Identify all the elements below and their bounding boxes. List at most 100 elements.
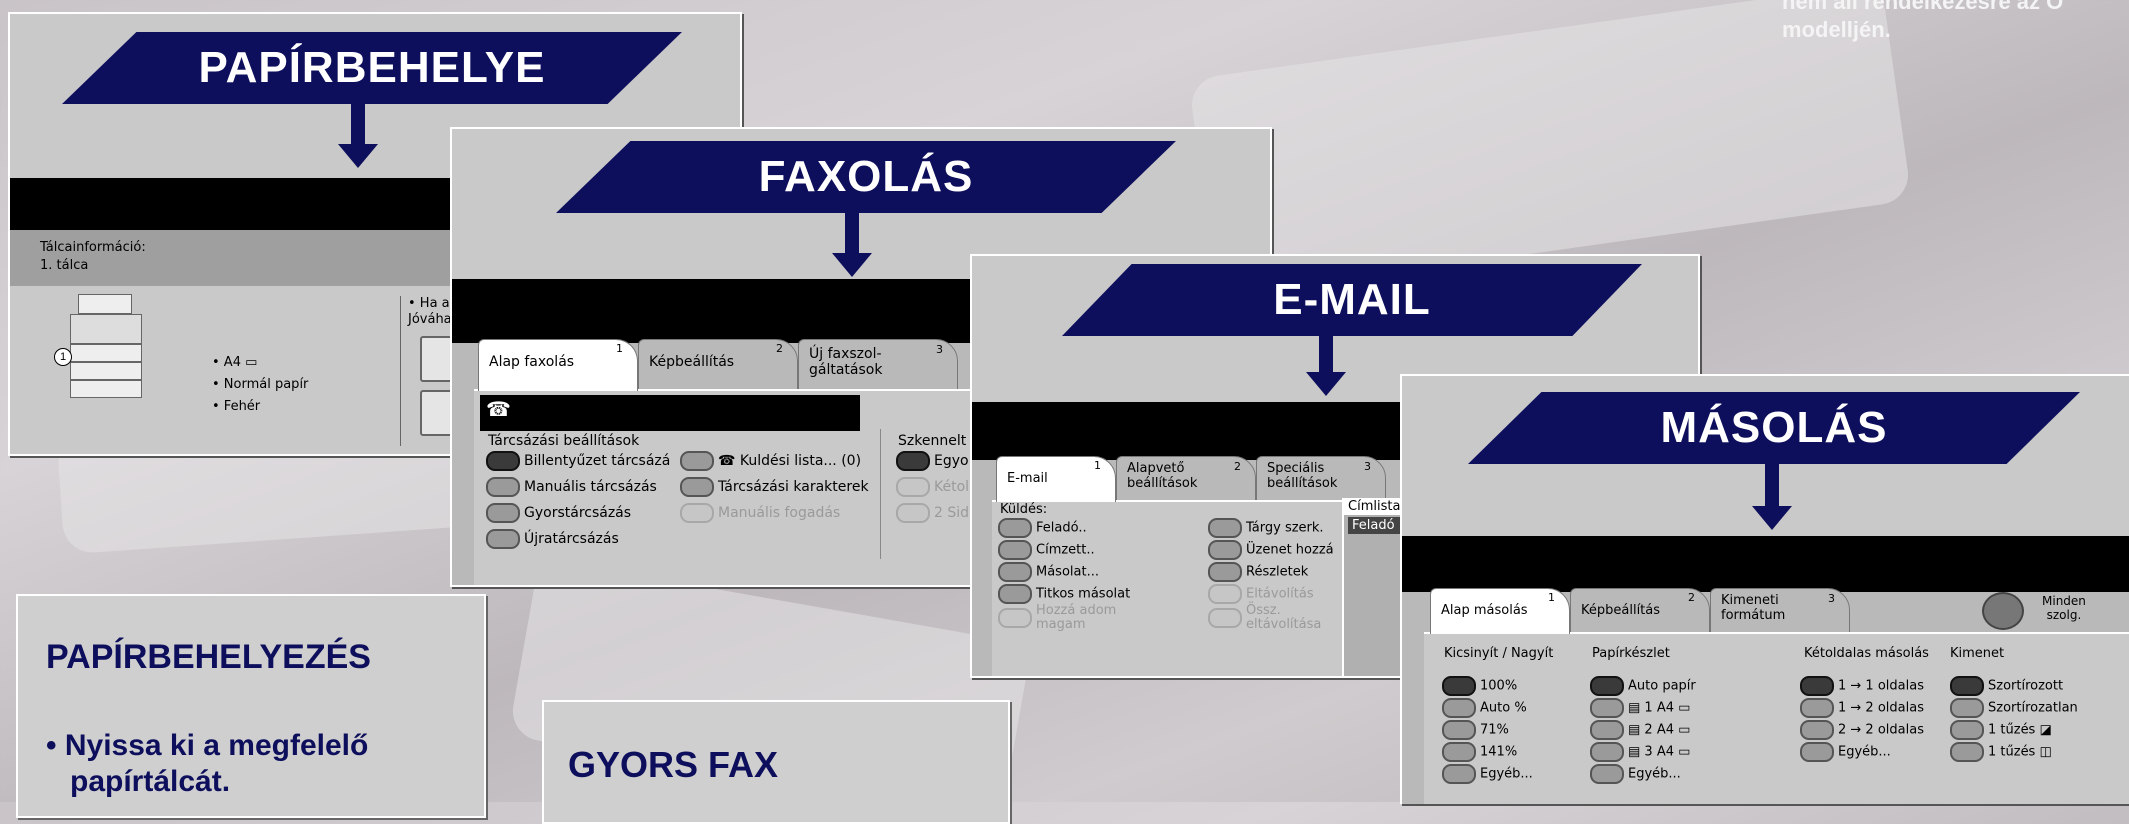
output-staple-portrait[interactable]: 1 tűzés ◪	[1950, 720, 2052, 740]
radio-icon	[1590, 720, 1624, 740]
button-icon	[1208, 608, 1242, 628]
duplex-1-1[interactable]: 1 → 1 oldalas	[1800, 676, 1924, 696]
speed-dial-option[interactable]: Gyorstárcsázás	[486, 503, 631, 523]
paper-loading-text-box: PAPÍRBEHELYEZÉS • Nyissa ki a megfelelő …	[16, 594, 486, 818]
radio-icon	[896, 477, 930, 497]
scan-option-one-sided[interactable]: Egyo	[896, 451, 969, 471]
option-label: Auto %	[1480, 700, 1527, 716]
bullet-line: papírtálcát.	[70, 765, 231, 798]
quick-fax-title: GYORS FAX	[568, 744, 779, 785]
tab-label: Speciális beállítások	[1267, 461, 1338, 491]
paper-auto[interactable]: Auto papír	[1590, 676, 1696, 696]
scan-title: Szkennelt	[898, 433, 967, 449]
manual-dial-option[interactable]: Manuális tárcsázás	[486, 477, 657, 497]
output-uncollated[interactable]: Szortírozatlan	[1950, 698, 2078, 718]
paper-other[interactable]: Egyéb...	[1590, 764, 1681, 784]
redial-option[interactable]: Újratárcsázás	[486, 529, 619, 549]
option-label: Manuális fogadás	[718, 505, 841, 521]
option-label: Részletek	[1246, 564, 1309, 580]
option-label: 1 → 2 oldalas	[1838, 700, 1924, 716]
radio-icon	[1800, 742, 1834, 762]
output-staple-landscape[interactable]: 1 tűzés ◫	[1950, 742, 2052, 762]
button-icon	[1208, 562, 1242, 582]
option-label: Egyo	[934, 453, 969, 469]
tray-number-badge: 1	[54, 348, 72, 366]
copy-header-bar	[1402, 536, 2129, 592]
tab-number: 1	[1548, 591, 1555, 604]
radio-icon	[1590, 742, 1624, 762]
paper-tray-3[interactable]: ▤ 3 A4 ▭	[1590, 742, 1690, 762]
fax-divider	[880, 429, 881, 559]
option-label: 2 → 2 oldalas	[1838, 722, 1924, 738]
reduce-71[interactable]: 71%	[1442, 720, 1509, 740]
radio-icon	[1442, 764, 1476, 784]
tab-label: Képbeállítás	[649, 354, 735, 370]
option-label: Egyéb...	[1628, 766, 1681, 782]
reduce-other[interactable]: Egyéb...	[1442, 764, 1533, 784]
reduce-enlarge-title: Kicsinyít / Nagyít	[1444, 646, 1554, 661]
paper-tray-1[interactable]: ▤ 1 A4 ▭	[1590, 698, 1690, 718]
from-button[interactable]: Feladó..	[998, 518, 1087, 538]
reduce-100[interactable]: 100%	[1442, 676, 1517, 696]
cc-button[interactable]: Másolat...	[998, 562, 1099, 582]
output-collated[interactable]: Szortírozott	[1950, 676, 2063, 696]
option-label: Címzett..	[1036, 542, 1095, 558]
button-icon	[998, 608, 1032, 628]
option-label: 1 tűzés ◪	[1988, 722, 2052, 738]
paper-loading-title: PAPÍRBEHELYEZÉS	[46, 638, 371, 676]
option-label: Gyorstárcsázás	[524, 505, 632, 521]
keypad-dial-option[interactable]: Billentyűzet tárcsázá	[486, 451, 670, 471]
scan-option-2-sided: 2 Sid	[896, 503, 969, 523]
radio-icon	[486, 451, 520, 471]
tray-info-label: Tálcainformáció:	[40, 240, 146, 255]
radio-icon	[1590, 676, 1624, 696]
paper-divider	[400, 296, 401, 446]
radio-icon	[1590, 764, 1624, 784]
duplex-2-2[interactable]: 2 → 2 oldalas	[1800, 720, 1924, 740]
button-icon	[998, 584, 1032, 604]
reduce-auto[interactable]: Auto %	[1442, 698, 1527, 718]
reduce-141[interactable]: 141%	[1442, 742, 1517, 762]
radio-icon	[486, 529, 520, 549]
option-label: Másolat...	[1036, 564, 1099, 580]
copy-banner: MÁSOLÁS	[1468, 392, 2080, 464]
duplex-1-2[interactable]: 1 → 2 oldalas	[1800, 698, 1924, 718]
to-button[interactable]: Címzett..	[998, 540, 1095, 560]
paper-tray-2[interactable]: ▤ 2 A4 ▭	[1590, 720, 1690, 740]
duplex-title: Kétoldalas másolás	[1804, 646, 1929, 661]
dial-settings-title: Tárcsázási beállítások	[488, 433, 640, 449]
option-label: Üzenet hozzá	[1246, 542, 1334, 558]
radio-icon	[1800, 676, 1834, 696]
option-label: Szortírozott	[1988, 678, 2064, 694]
duplex-other[interactable]: Egyéb...	[1800, 742, 1891, 762]
edit-subject-button[interactable]: Tárgy szerk.	[1208, 518, 1324, 538]
paper-spec-list: • A4 ▭ • Normál papír • Fehér	[212, 352, 308, 418]
tab-number: 1	[616, 342, 623, 355]
manual-receive-button: Manuális fogadás	[680, 503, 840, 523]
all-services-button[interactable]: Minden szolg.	[1982, 592, 2122, 630]
dial-characters-button[interactable]: Tárcsázási karakterek	[680, 477, 869, 497]
paper-loading-bullet: • Nyissa ki a megfelelő papírtálcát.	[46, 728, 368, 800]
option-label: Egyéb...	[1838, 744, 1891, 760]
corner-note-line: nem áll rendelkezésre az O	[1782, 0, 2064, 14]
add-me-button: Hozzá adom magam	[998, 604, 1116, 632]
send-list-button[interactable]: ☎ Kuldési lista... (0)	[680, 451, 861, 471]
option-label: 2 Sid	[934, 505, 970, 521]
tab-label: Alapvető beállítások	[1127, 461, 1198, 491]
fax-number-input[interactable]: ☎	[480, 395, 860, 431]
add-message-button[interactable]: Üzenet hozzá	[1208, 540, 1334, 560]
details-button[interactable]: Részletek	[1208, 562, 1308, 582]
radio-icon	[896, 451, 930, 471]
tab-label: E-mail	[1007, 471, 1048, 486]
option-label: 141%	[1480, 744, 1518, 760]
bcc-button[interactable]: Titkos másolat	[998, 584, 1130, 604]
